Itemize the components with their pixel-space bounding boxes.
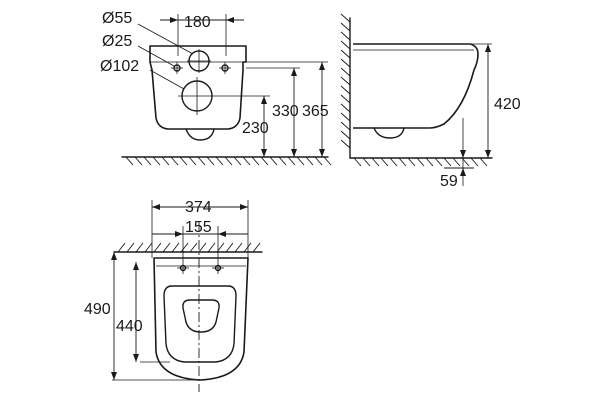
label-374: 374 (185, 199, 212, 216)
top-bowl-inner (182, 299, 220, 333)
side-toilet-body (353, 43, 479, 129)
label-dia-55: Ø55 (102, 10, 132, 27)
front-outlet (185, 128, 215, 141)
label-180: 180 (184, 14, 211, 31)
label-420: 420 (494, 96, 521, 113)
front-toilet-body (149, 45, 247, 130)
side-wall-hatch (340, 13, 351, 159)
top-bowl-outer (163, 285, 237, 363)
top-wall-hatch (113, 242, 263, 253)
side-floor-hatch (349, 157, 493, 167)
label-365: 365 (302, 103, 329, 120)
top-fixing-left (177, 262, 189, 274)
top-fixing-right (212, 262, 224, 274)
label-490: 490 (84, 301, 111, 318)
dia-25-hole-left (171, 62, 183, 74)
label-330: 330 (272, 103, 299, 120)
label-155: 155 (185, 219, 212, 236)
dia-25-hole-right (219, 62, 231, 74)
label-dia-25: Ø25 (102, 33, 132, 50)
label-230: 230 (242, 120, 269, 137)
label-59: 59 (440, 173, 458, 190)
label-440: 440 (116, 318, 143, 335)
label-dia-102: Ø102 (100, 58, 139, 75)
side-view: 420 59 (340, 13, 521, 190)
front-view: Ø55 180 Ø25 Ø102 230 330 365 (100, 10, 332, 166)
front-floor-hatch (121, 156, 332, 166)
top-view: 374 155 490 440 (84, 199, 263, 392)
top-toilet-body (153, 257, 249, 381)
